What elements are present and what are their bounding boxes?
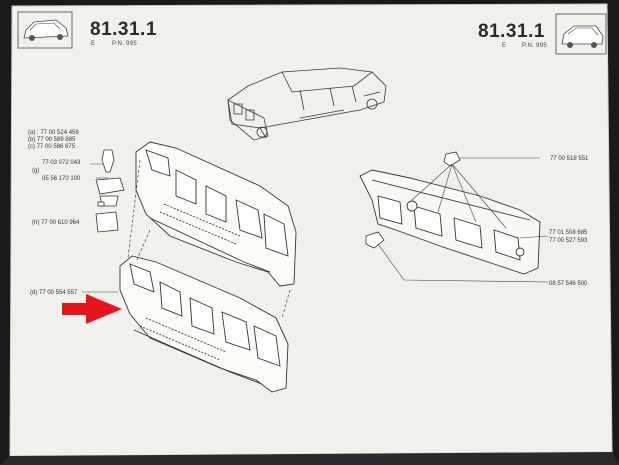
section-pn-right: P.N. 995 (522, 43, 547, 49)
part-ref-a: (a) : 77 00 524 459 (28, 130, 79, 136)
part-ref-r3: 77 00 527 593 (549, 238, 588, 244)
section-letter-right: E (502, 43, 507, 49)
rear-panel (359, 169, 541, 275)
part-ref-d: (d) 77 00 554 557 (30, 290, 78, 296)
clip-parts-left (95, 149, 125, 233)
part-ref-h: (h) 77 00 610 964 (32, 220, 80, 226)
car-thumbnail-left (17, 11, 73, 49)
part-ref-r4: 08 57 546 500 (549, 281, 588, 287)
part-ref-r2: 77 01 508 685 (549, 230, 588, 236)
rear-clips (365, 151, 461, 249)
front-panel-lower (119, 255, 289, 393)
part-ref-g2: 05 56 170 100 (42, 176, 81, 182)
part-ref-r1: 77 00 518 551 (550, 156, 589, 162)
highlight-arrow (62, 294, 122, 324)
section-code-left: 81.31.1 (90, 19, 157, 40)
section-letter-left: E (91, 41, 96, 47)
part-ref-c: (c) 77 00 586 875 (28, 144, 76, 150)
part-ref-g1: 77 03 072 043 (42, 160, 81, 166)
section-pn-left: P.N. 995 (112, 41, 137, 47)
part-ref-b: (b) 77 00 589 885 (28, 137, 76, 143)
front-panel-upper (135, 141, 297, 287)
part-ref-g-label: (g) (32, 168, 40, 174)
car-thumbnail-right (555, 13, 607, 55)
body-shell-illustration (227, 67, 387, 141)
section-code-right: 81.31.1 (478, 21, 545, 42)
leader-lines-right (377, 157, 549, 283)
